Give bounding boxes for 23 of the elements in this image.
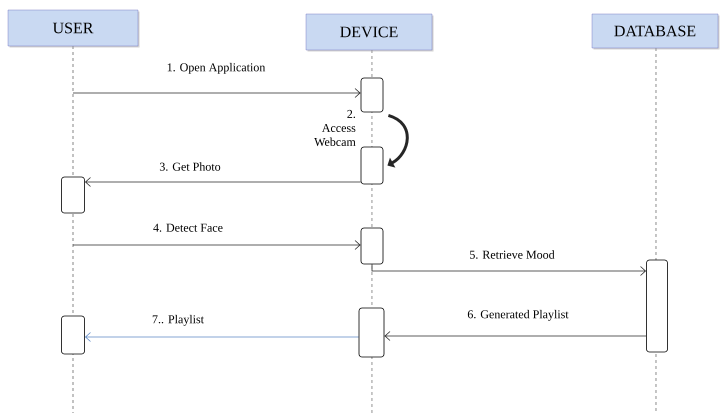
arrow: [72, 88, 361, 98]
edge-label: 2. Access Webcam: [310, 108, 357, 148]
arrow: [72, 240, 361, 250]
arrow: [384, 331, 646, 341]
edge-label: 1. Open Application: [166, 62, 266, 75]
arrow: [84, 332, 359, 342]
edge-label: 3. Get Photo: [158, 161, 222, 172]
edge-label: 6. Generated Playlist: [466, 308, 570, 322]
activation-box: [360, 78, 384, 112]
arrow: [372, 264, 646, 276]
activation-box: [646, 260, 668, 352]
lifeline-header: DEVICE: [306, 14, 434, 52]
activation-box: [61, 316, 85, 354]
edge-label: 5. Retrieve Mood: [468, 249, 556, 260]
activation-box: [358, 308, 384, 358]
edge-label: 7.. Playlist: [151, 314, 205, 327]
activation-box: [61, 176, 85, 214]
arrow: [84, 177, 361, 187]
activation-box: [360, 146, 384, 184]
lifeline-header: USER: [8, 10, 140, 48]
activation-box: [360, 228, 384, 264]
lifeline-header: DATABASE: [592, 14, 720, 50]
edge-label: 4. Detect Face: [152, 222, 224, 233]
